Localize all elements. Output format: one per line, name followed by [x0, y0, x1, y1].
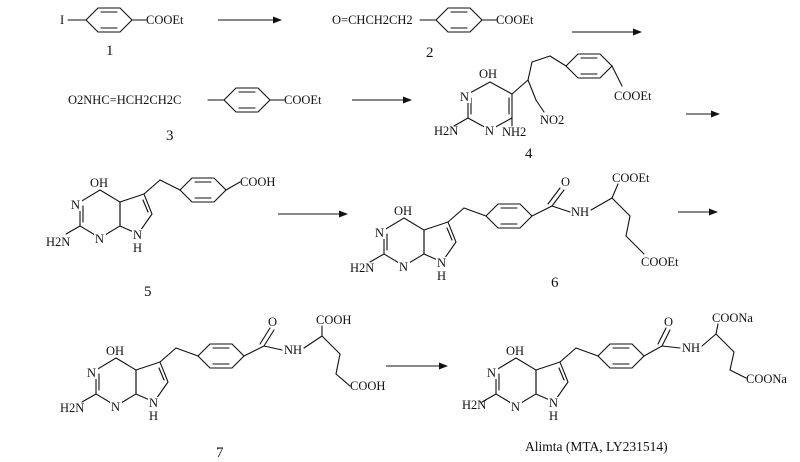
ester-label: COOEt [612, 171, 650, 185]
compound-2: O=CHCH2CH2 COOEt 2 [332, 7, 534, 61]
ester-label: COOEt [284, 93, 322, 107]
pyrrole-ring [135, 361, 169, 403]
compound-3: O2NHC=HCH2CH2C COOEt 3 [68, 87, 322, 144]
pyrrole-nitrogen: N [437, 256, 446, 270]
amino-label: H2N [462, 398, 486, 412]
compound-5: OH N N N H H2N COOH 5 [46, 175, 275, 300]
pyrimidine-ring [79, 189, 121, 239]
ring-nitrogen: N [487, 366, 496, 380]
product-caption: Alimta (MTA, LY231514) [525, 439, 668, 454]
pyrrole-ring [535, 361, 569, 403]
ester-label: COOEt [146, 13, 184, 27]
reaction-arrow [678, 208, 718, 216]
hydroxy-label: OH [479, 67, 497, 81]
hydroxy-label: OH [106, 344, 124, 358]
reaction-arrow [352, 96, 412, 104]
compound-number: 4 [525, 146, 533, 162]
pyrrole-hydrogen: H [437, 269, 446, 283]
amino-label: H2N [350, 261, 374, 275]
pyrimidine-ring [467, 81, 513, 131]
pyrrole-nitrogen: N [133, 228, 142, 242]
pyrrole-hydrogen: H [133, 241, 142, 255]
amide-label: NH [682, 341, 700, 355]
ring-nitrogen: N [460, 90, 469, 104]
pyrrole-nitrogen: N [149, 396, 158, 410]
ring-nitrogen: N [485, 124, 494, 138]
pyrrole-nitrogen: N [549, 396, 558, 410]
ester-label: COOEt [614, 89, 652, 103]
ring-nitrogen: N [95, 232, 104, 246]
alimta-structure: OH N N N H H2N O NH COONa COONa Alimta (… [462, 311, 787, 454]
acid-label: COOH [350, 379, 385, 393]
pyrrole-ring [423, 221, 457, 263]
amide-label: NH [571, 205, 589, 219]
pyrimidine-ring [495, 357, 537, 407]
amino-label: H2N [434, 124, 458, 138]
pyrimidine-ring [383, 217, 425, 267]
ring-nitrogen: N [87, 366, 96, 380]
ring-nitrogen: N [375, 226, 384, 240]
carbonyl-oxygen: O [664, 315, 673, 329]
carbonyl-oxygen: O [268, 315, 277, 329]
ring-nitrogen: N [71, 198, 80, 212]
salt-label: COONa [746, 372, 787, 386]
pyrrole-hydrogen: H [549, 409, 558, 423]
pyrrole-hydrogen: H [149, 409, 158, 423]
hydroxy-label: OH [90, 176, 108, 190]
compound-6: OH N N N H H2N O NH COOEt COOEt 6 [350, 171, 679, 291]
nitro-label: NO2 [540, 113, 564, 127]
compound-number: 7 [216, 445, 224, 461]
reaction-arrow [572, 28, 642, 36]
ring-nitrogen: N [111, 400, 120, 414]
ester-label: COOEt [641, 255, 679, 269]
carbonyl-oxygen: O [561, 175, 570, 189]
amino-label: NH2 [502, 125, 526, 139]
amino-label: H2N [60, 401, 84, 415]
acid-label: COOH [240, 175, 275, 189]
reaction-arrow [686, 110, 720, 118]
reaction-arrow [278, 210, 348, 218]
amino-label: H2N [46, 235, 70, 249]
hydroxy-label: OH [394, 204, 412, 218]
chain-label: O2NHC=HCH2CH2C [68, 93, 181, 107]
ester-label: COOEt [496, 13, 534, 27]
compound-number: 1 [106, 43, 114, 59]
reaction-arrow [386, 362, 448, 370]
ring-nitrogen: N [399, 260, 408, 274]
pyrrole-ring [119, 193, 153, 235]
compound-number: 2 [426, 45, 434, 61]
compound-4: OH N N H2N NH2 NO2 COOEt 4 [434, 53, 652, 162]
chain-label: O=CHCH2CH2 [332, 13, 413, 27]
acid-label: COOH [316, 313, 351, 327]
amide-label: NH [284, 343, 302, 357]
compound-number: 3 [166, 128, 174, 144]
compound-number: 5 [144, 284, 152, 300]
compound-number: 6 [551, 275, 559, 291]
ring-nitrogen: N [511, 400, 520, 414]
compound-7: OH N N N H H2N O NH COOH COOH 7 [60, 313, 385, 461]
compound-1: I COOEt 1 [60, 7, 184, 59]
pyrimidine-ring [95, 357, 137, 407]
salt-label: COONa [712, 311, 753, 325]
reaction-arrow [218, 16, 282, 24]
iodo-label: I [60, 13, 64, 27]
hydroxy-label: OH [506, 344, 524, 358]
